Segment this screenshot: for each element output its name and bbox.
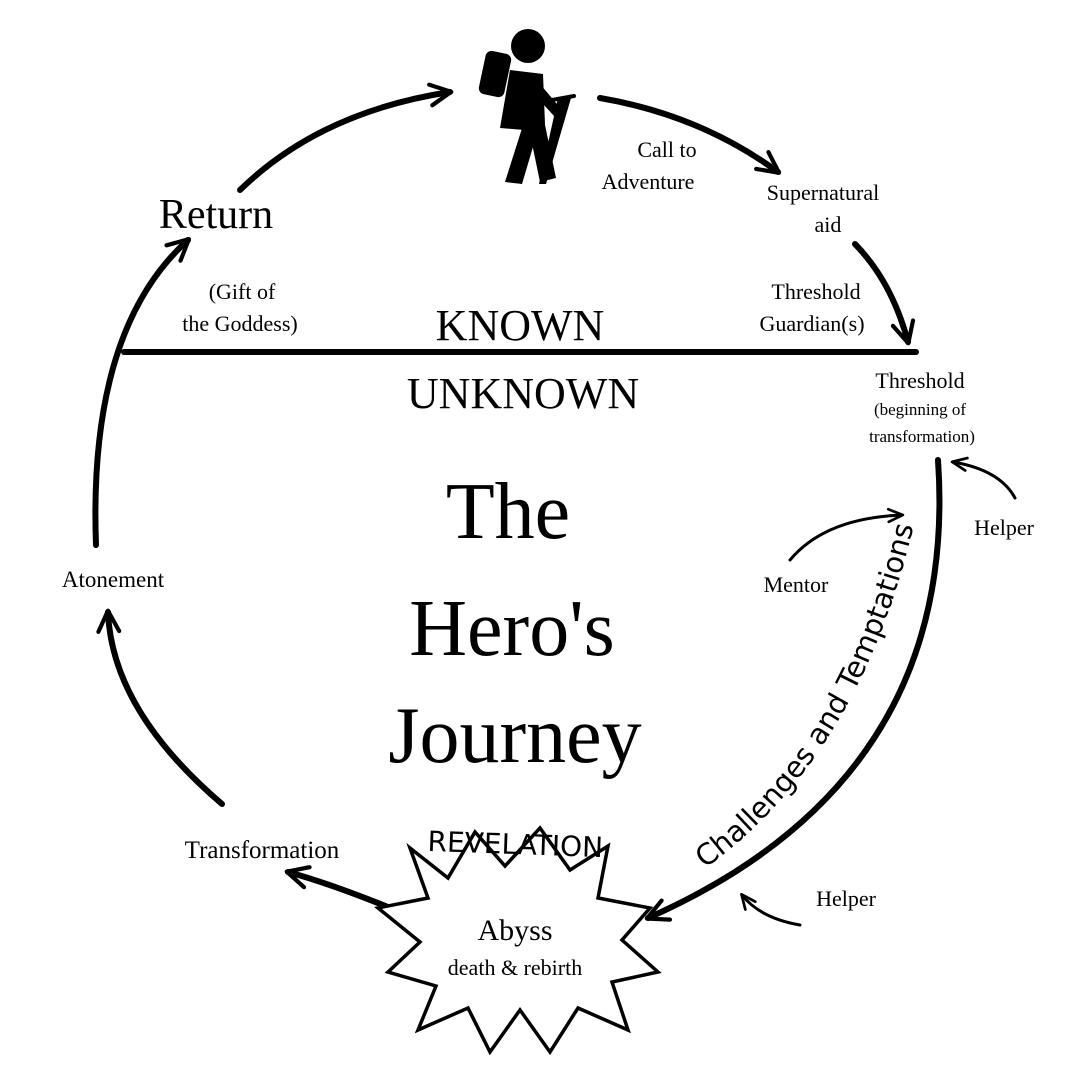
revelation-label: REVELATION [427,825,604,864]
diagram-title-line-1: The [446,468,570,556]
known-label: KNOWN [436,301,605,350]
atonement-label: Atonement [62,567,165,592]
supernatural-aid-line-1: Supernatural [767,180,879,205]
arc-atonement-to-return [92,237,192,548]
abyss-label: Abyss [477,914,552,947]
threshold-guardians-line-2: Guardian(s) [759,311,864,336]
arc-return-to-hero [237,82,454,193]
arc-supernatural-to-threshold [852,241,916,346]
helper-top-arrow [950,456,1017,500]
helper-bottom-label: Helper [816,886,877,911]
call-to-adventure-line-2: Adventure [602,169,695,194]
supernatural-aid-line-2: aid [815,212,842,237]
mentor-label: Mentor [764,572,829,597]
mentor-arrow [788,507,905,562]
threshold-sub-line-1: (beginning of [874,400,966,419]
arc-threshold-to-abyss [644,457,943,922]
arc-hero-to-supernatural [597,95,782,175]
gift-line-2: the Goddess) [182,311,297,336]
abyss-sub-label: death & rebirth [448,955,582,980]
threshold-title: Threshold [875,368,964,393]
call-to-adventure-line-1: Call to [637,137,696,162]
helper-top-label: Helper [974,515,1035,540]
threshold-guardians-line-1: Threshold [771,279,860,304]
helper-bottom-arrow [740,892,802,927]
abyss-starburst [374,825,662,1056]
threshold-sub-line-2: transformation) [869,427,975,446]
transformation-label: Transformation [185,837,340,864]
unknown-label: UNKNOWN [407,369,639,418]
return-label: Return [159,192,273,238]
hiker-icon [478,29,576,184]
diagram-title-line-3: Journey [388,692,641,780]
diagram-title-line-2: Hero's [409,585,614,673]
gift-line-1: (Gift of [209,279,276,304]
arc-transformation-to-atonement [96,608,225,807]
